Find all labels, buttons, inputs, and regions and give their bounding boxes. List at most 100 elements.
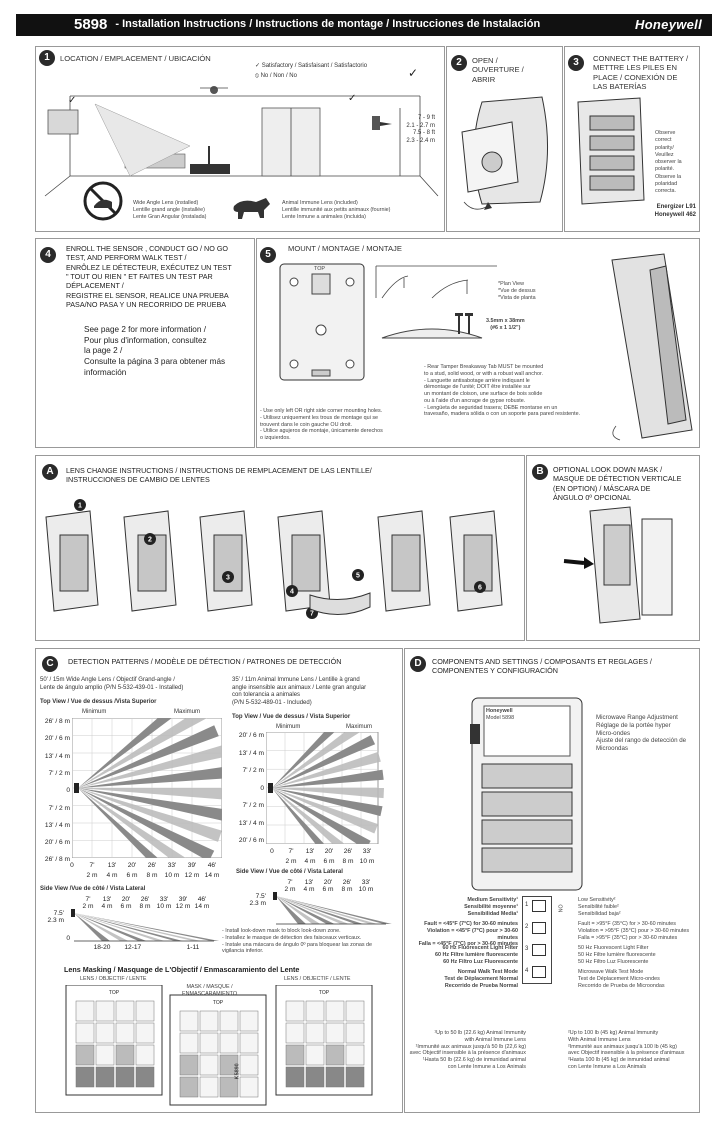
enroll-info-2: Pour plus d'information, consultez (84, 335, 207, 345)
animal-side-sensor (273, 892, 277, 900)
animal-min-label: Minimum (276, 724, 301, 730)
wide-x-tick-m-2: 4 m (107, 872, 118, 879)
animal-y-tick-3: 7' / 2 m (242, 767, 264, 774)
mount-hole-note-1: - Use only left OR right side corner mou… (260, 408, 383, 414)
mask-label-2: ENMASCARAMIENTO (182, 990, 238, 997)
wide-x-tick-ft-6: 33' (168, 862, 177, 869)
sw1-left-3: Sensibilidad Media¹ (467, 910, 518, 917)
legend-ok: ✓ Satisfactory / Satisfaisant / Satisfac… (255, 63, 368, 69)
wide-side-x-m-7: 14 m (195, 903, 210, 910)
animal-top-pattern (266, 732, 384, 844)
dip-switch-1[interactable] (532, 900, 546, 912)
dip-num-3: 3 (525, 946, 529, 952)
footnote-1: ¹Up to 50 lb (22.6 kg) Animal Immunity w… (408, 1030, 526, 1071)
room-illustration (44, 86, 439, 197)
sw3-right-3: 50 Hz Filtro Luz Fluorescente (578, 958, 649, 965)
enroll-info-1: See page 2 for more information / (84, 325, 206, 334)
sw2-right-3: Falla = >95°F (35°C) por > 30-60 minutes (578, 934, 678, 941)
animal-lens-info: 35' / 11m Animal Immune Lens / Lentille … (232, 677, 366, 707)
battery-type-2: Honeywell 462 (654, 211, 696, 218)
footnote-1-6: con Lente Inmune a Los Animals (447, 1063, 526, 1070)
sw3-left-2: 60 Hz Filtre lumière fluorescente (435, 951, 518, 958)
wide-top-sensor-icon (74, 783, 79, 793)
detection-title: DETECTION PATTERNS / MODÈLE DE DÉTECTION… (68, 657, 342, 666)
animal-side-x-m-1: 2 m (285, 886, 296, 893)
animal-x-tick-ft-4: 20' (325, 848, 334, 855)
sw4-left-1: Normal Walk Test Mode (457, 969, 518, 975)
look-down-note-4: vigilancia inferior. (222, 948, 264, 955)
animal-side-x-ft-1: 7' (288, 879, 293, 886)
mask-label: MASK / MASQUE / ENMASCARAMIENTO (182, 984, 237, 998)
sw4-left-3: Recorrido de Prueba Normal (444, 982, 518, 989)
tamper-note-1: - Rear Tamper Breakaway Tab MUST be moun… (424, 364, 544, 370)
mask-top-3: TOP (319, 990, 330, 996)
wide-lens-info: 50' / 15m Wide Angle Lens / Objectif Gra… (40, 677, 183, 692)
wide-side-beam-5 (74, 913, 183, 941)
mask-cell-1-3-3 (115, 1044, 135, 1066)
height-ft: 7 - 9 ft (417, 115, 435, 121)
animal-side-x-ft-5: 33' (362, 879, 371, 886)
tamper-note: - Rear Tamper Breakaway Tab MUST be moun… (424, 364, 580, 418)
wide-top-beam-3 (78, 725, 219, 788)
enroll-title-4: " TOUT OU RIEN " ET FAITES UN TEST PAR (66, 272, 213, 282)
mask-cell-2-4-2 (199, 1076, 219, 1098)
step-number-2: 2 (148, 537, 152, 544)
enroll-title-1: ENROLL THE SENSOR , CONDUCT GO / NO GO (66, 244, 229, 253)
sw1-left-2: Sensibilité moyenne¹ (464, 903, 518, 910)
mask-cell-2-2-3 (219, 1032, 239, 1054)
wide-side-beam-6 (74, 913, 201, 941)
dip-switch-2[interactable] (532, 922, 546, 934)
dip-switch-3[interactable] (532, 944, 546, 956)
mask-cell-1-3-1 (75, 1044, 95, 1066)
battery-title: CONNECT THE BATTERY / METTRE LES PILES E… (593, 54, 688, 92)
sw3-left-3: 60 Hz Filtro Luz Fluorescente (443, 958, 518, 965)
enroll-info-5: información (84, 367, 127, 377)
animal-lens-info-2: angle insensible aux animaux / Lente gra… (232, 684, 367, 691)
wide-side-x-m-6: 12 m (176, 903, 191, 910)
animal-side-x-ft-2: 13' (305, 879, 314, 886)
footnote-1-4: avec Objectif insensible à la présence d… (409, 1050, 526, 1057)
wide-side-x-ft-3: 20' (122, 896, 131, 903)
check-mark-icon: ✓ (68, 95, 77, 106)
footnote-2: ²Up to 100 lb (45 kg) Animal Immunity Wi… (568, 1030, 684, 1071)
wide-side-label-2: 12-17 (124, 944, 141, 949)
polarity-note-5: observer la (655, 159, 682, 166)
wide-lens-info-1: 50' / 15m Wide Angle Lens / Objectif Gra… (40, 677, 175, 683)
polarity-note-2: correct (655, 137, 672, 144)
battery-title-4: LAS BATERÍAS (593, 82, 647, 92)
lens-label-1: LENS / OBJECTIF / LENTE (80, 976, 147, 982)
mount-backplate (279, 263, 365, 381)
dip-switch-4[interactable] (532, 966, 546, 978)
wide-side-beam-3 (74, 913, 147, 941)
mask-cell-1-3-4 (135, 1044, 155, 1066)
location-title: LOCATION / EMPLACEMENT / UBICACIÓN (60, 54, 211, 63)
wide-lens-es: Lente Gran Angular (instalada) (133, 213, 207, 220)
wide-y-tick-4: 7' / 2 m (48, 769, 70, 777)
wide-side-x-ft-1: 7' (86, 896, 91, 903)
sw3-left-1: 60 Hz Fluorescent Light Filter (442, 945, 518, 951)
mount-hole-note: - Use only left OR right side corner mou… (260, 408, 383, 442)
mask-cell-3-3-3 (325, 1044, 345, 1066)
height-m-2: 2.3 - 2.4 m (406, 137, 435, 144)
mask-cell-3-4-2 (305, 1066, 325, 1088)
brand-logo: Honeywell (635, 17, 702, 32)
step-number-5: 5 (356, 573, 360, 580)
animal-top-beam-10 (272, 788, 345, 844)
sw1-right-1: Low Sensitivity² (578, 897, 616, 903)
polarity-note-1: Observe (655, 130, 676, 136)
look-down-title-3: (EN OPTION) / MÁSCARA DE (553, 483, 651, 493)
height-ft-2: 7.5 - 8 ft (412, 130, 435, 136)
mask-cell-3-2-2 (305, 1022, 325, 1044)
legend-no: ⦸ No / Non / No (255, 73, 297, 79)
wide-lens-fr: Lentille grand angle (installée) (133, 206, 205, 213)
screw-icon (455, 313, 473, 334)
section-look-down-mask (526, 455, 700, 641)
step-number-6: 6 (478, 585, 482, 592)
model-number: 5898 (74, 15, 108, 33)
page-header: 5898 - Installation Instructions / Instr… (16, 14, 712, 36)
animal-x-tick-m-2: 4 m (305, 858, 316, 865)
mount-side-illustration (611, 253, 693, 441)
